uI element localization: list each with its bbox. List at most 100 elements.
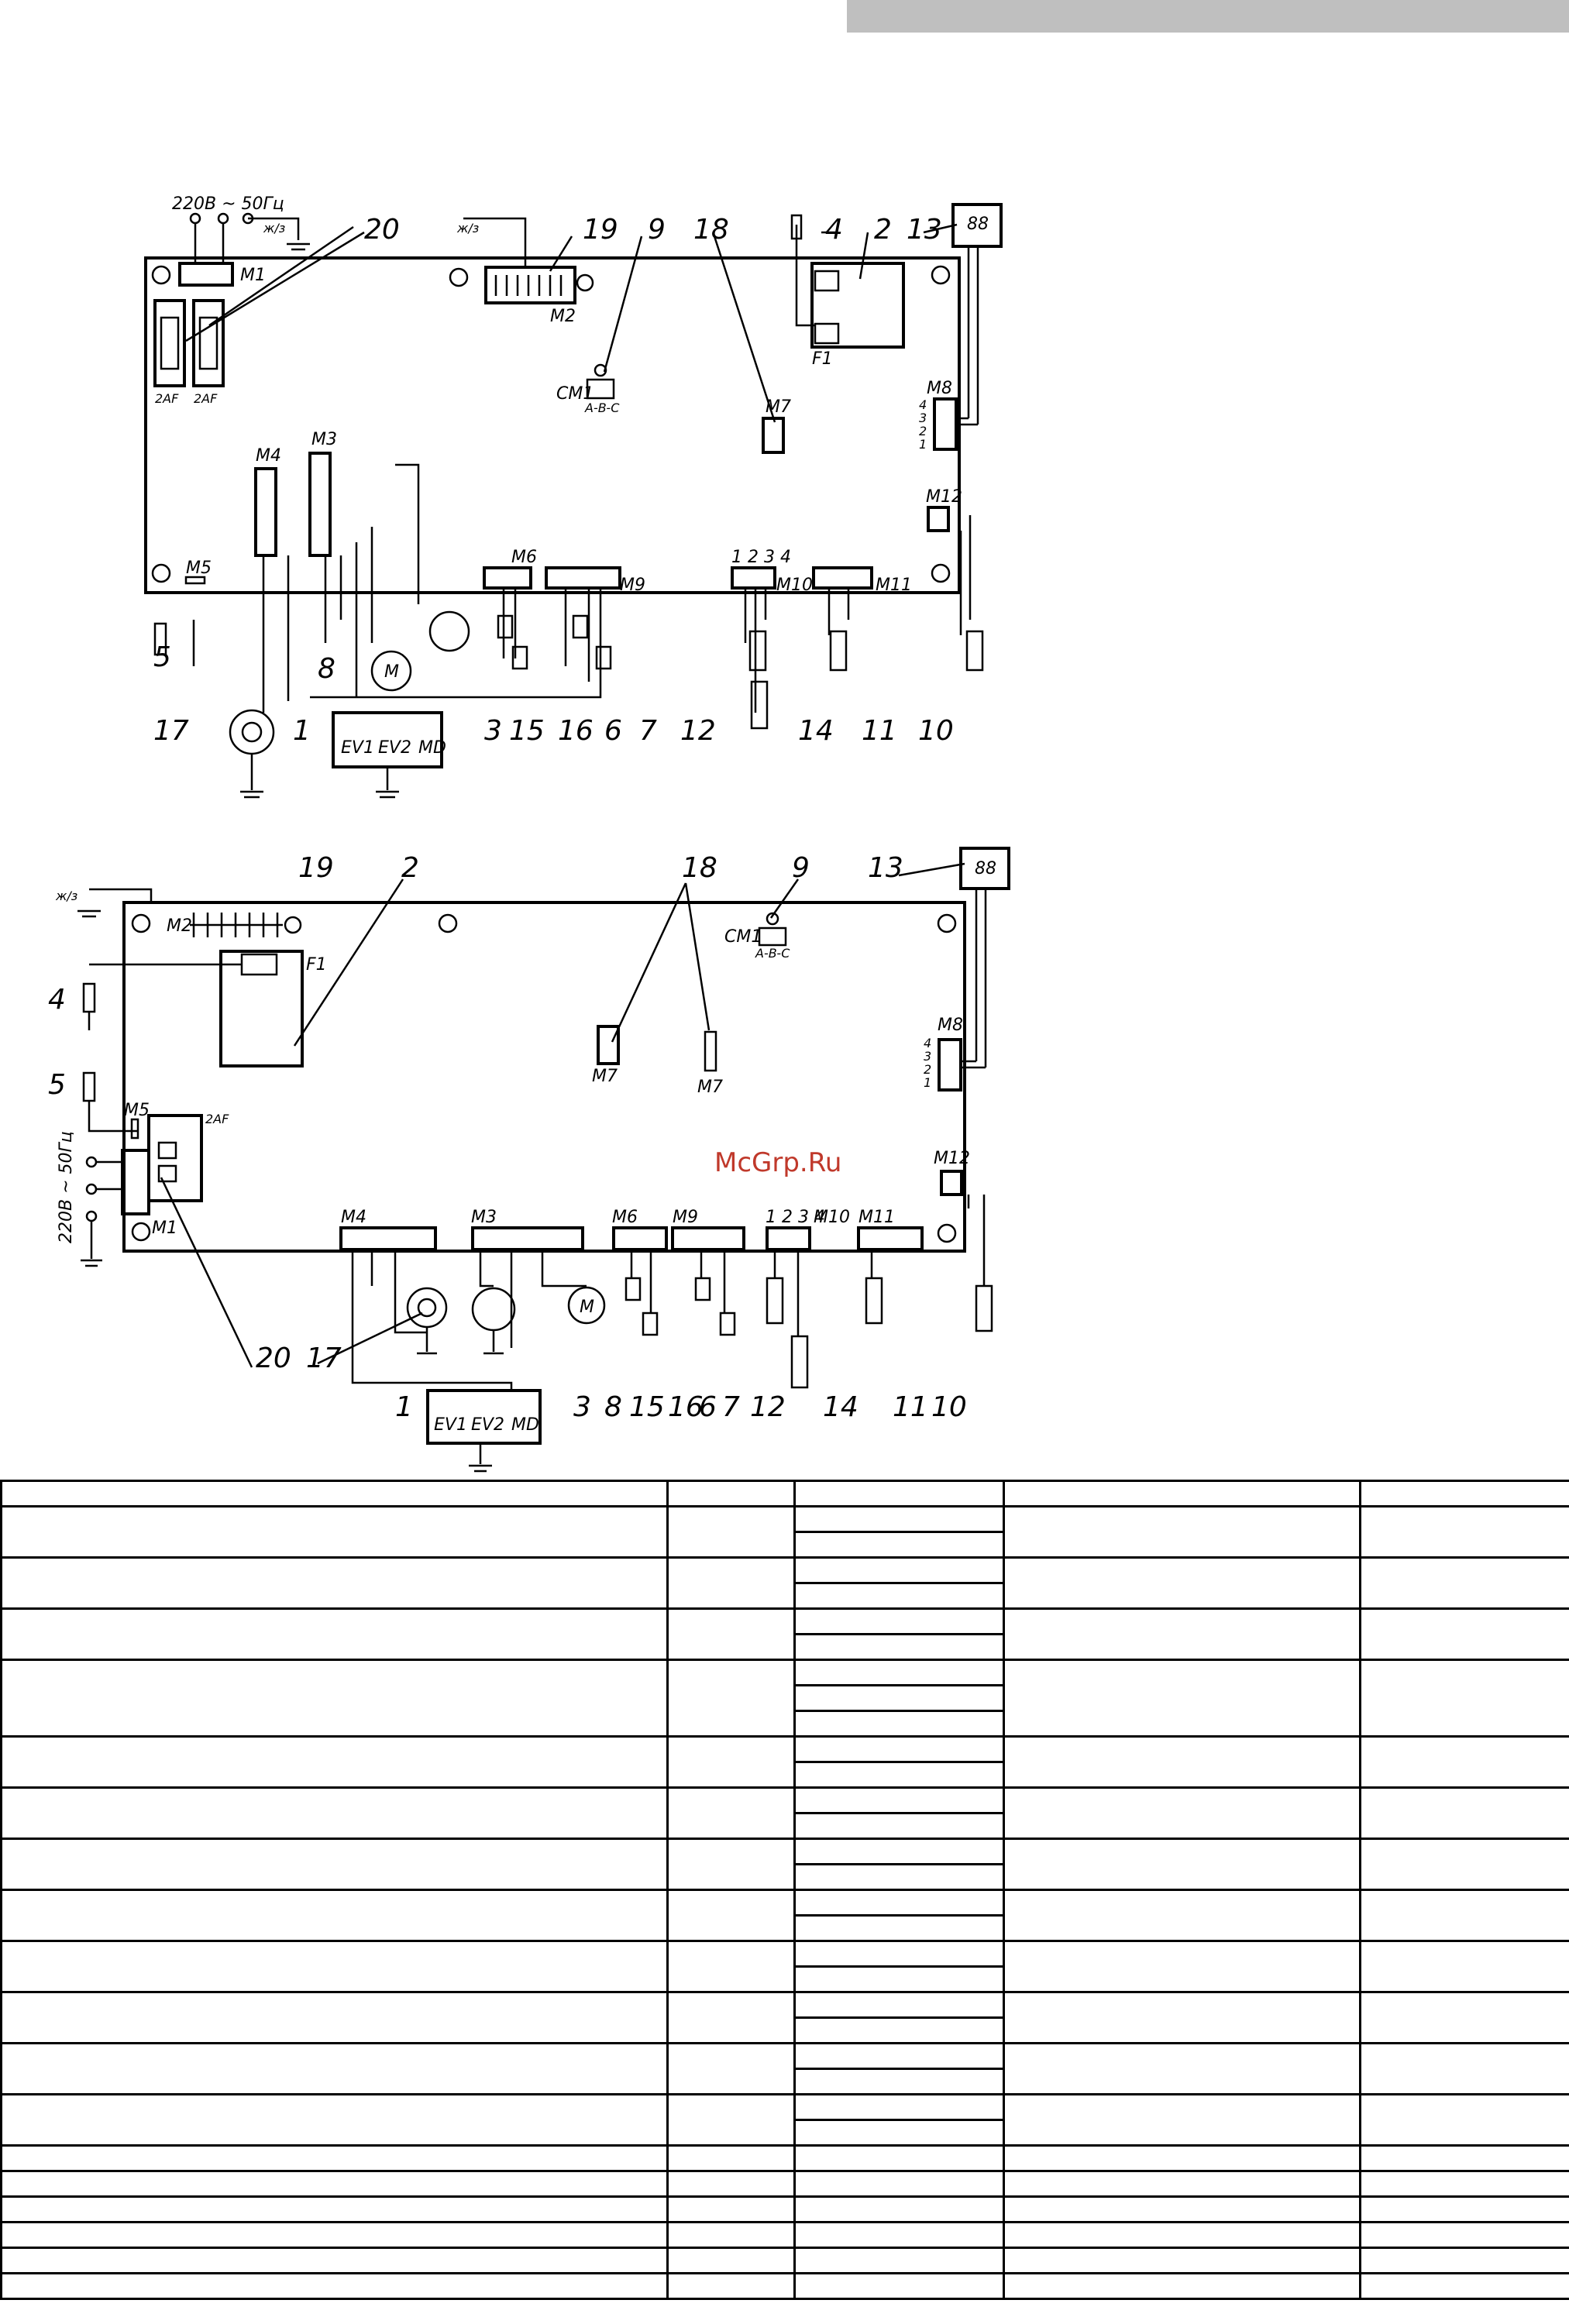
table-cell xyxy=(793,2068,1005,2095)
label-m4-bottom: M4 xyxy=(341,1208,366,1227)
table-cell xyxy=(0,2170,669,2198)
table-row xyxy=(0,1838,1569,1891)
table-cell xyxy=(0,2247,669,2274)
table-row xyxy=(0,1786,1569,1840)
callout-b19: 19 xyxy=(298,852,334,884)
table-cell xyxy=(0,2195,669,2223)
callout-15: 15 xyxy=(509,715,545,747)
table-cell xyxy=(666,2247,796,2274)
motor-8-top xyxy=(370,650,412,692)
label-m7-bottom-a: M7 xyxy=(592,1067,618,1086)
table-cell xyxy=(0,1505,669,1559)
table-cell xyxy=(793,1710,1005,1738)
table-cell xyxy=(1003,2144,1361,2172)
table-cell xyxy=(0,1940,669,1993)
table-cell xyxy=(666,1735,796,1789)
display-digits-top: 88 xyxy=(967,215,989,234)
table-cell xyxy=(1359,2042,1569,2095)
table-cell xyxy=(1003,2093,1361,2147)
table-cell xyxy=(0,1991,669,2044)
label-m1: M1 xyxy=(240,266,266,285)
table-row xyxy=(2,1531,1569,1559)
callout-b20: 20 xyxy=(256,1342,291,1374)
fuse-holder-2 xyxy=(192,299,225,387)
sensor-12-top xyxy=(748,630,767,672)
table-cell xyxy=(666,2144,796,2172)
callout-7: 7 xyxy=(639,715,657,747)
ev2-top: EV2 xyxy=(378,738,411,758)
table-cell xyxy=(666,1607,796,1661)
table-cell xyxy=(1003,1505,1361,1559)
label-m8-bottom: M8 xyxy=(938,1016,963,1035)
table-header-cell xyxy=(1003,1480,1361,1508)
table-cell xyxy=(666,1659,796,1738)
table-row xyxy=(2,2016,1569,2044)
table-cell xyxy=(793,2016,1005,2044)
connector-m5-bottom xyxy=(130,1118,139,1140)
table-row xyxy=(0,2272,1569,2300)
connector-m6 xyxy=(483,566,532,590)
label-m8: M8 xyxy=(927,379,952,398)
table-row xyxy=(2,1710,1569,1738)
sensor-7-top xyxy=(595,645,612,670)
selector-cm1 xyxy=(586,378,615,400)
sensor-11-top xyxy=(829,630,848,672)
label-f1-bottom: F1 xyxy=(306,955,327,975)
table-cell xyxy=(1359,1659,1569,1738)
power-label-bottom: 220В ~ 50Гц xyxy=(57,1131,76,1243)
fuse-rating-1: 2AF xyxy=(155,391,179,406)
fuse-holder-bottom xyxy=(147,1114,203,1202)
callout-b15: 15 xyxy=(629,1391,665,1423)
sensor-16-bottom xyxy=(642,1312,659,1336)
table-cell xyxy=(1003,2170,1361,2198)
table-row xyxy=(2,2119,1569,2147)
table-cell xyxy=(793,1633,1005,1661)
m8-pin-1: 1 xyxy=(919,437,927,452)
table-header-row xyxy=(0,1480,1569,1508)
table-cell xyxy=(1003,1556,1361,1610)
m10-pins-top: 1 2 3 4 xyxy=(731,548,791,567)
selector-cm1-bottom xyxy=(758,927,787,947)
callout-b10: 10 xyxy=(931,1391,967,1423)
table-row xyxy=(0,1735,1569,1789)
fan-3-top xyxy=(428,610,470,652)
sensor-6-top xyxy=(572,614,589,639)
callout-b12: 12 xyxy=(750,1391,786,1423)
table-cell xyxy=(1003,2272,1361,2300)
igniter-17-top xyxy=(229,709,275,755)
table-cell xyxy=(1359,1940,1569,1993)
callout-17: 17 xyxy=(153,715,189,747)
table-cell xyxy=(666,2170,796,2198)
table-cell xyxy=(1359,1505,1569,1559)
callout-b13: 13 xyxy=(868,852,903,884)
callout-6: 6 xyxy=(604,715,622,747)
callout-b17: 17 xyxy=(306,1342,342,1374)
table-row xyxy=(0,1659,1569,1738)
table-cell xyxy=(666,1838,796,1891)
m8b-pin-3: 3 xyxy=(924,1049,931,1064)
m8b-pin-4: 4 xyxy=(924,1036,931,1050)
table-row xyxy=(0,2221,1569,2249)
m10-pins-bottom: 1 2 3 4 xyxy=(766,1208,825,1227)
table-cell xyxy=(1003,1659,1361,1738)
table-cell xyxy=(0,2144,669,2172)
table-cell xyxy=(1003,2247,1361,2274)
table-cell xyxy=(793,1531,1005,1559)
callout-1: 1 xyxy=(293,715,311,747)
sensor-5-bottom xyxy=(82,1071,96,1102)
table-row xyxy=(0,1991,1569,2044)
table-row xyxy=(0,2093,1569,2147)
sensor-12-bottom xyxy=(766,1277,784,1325)
spec-table xyxy=(0,1480,1569,2300)
table-cell xyxy=(793,2093,1005,2121)
callout-b4: 4 xyxy=(48,984,66,1016)
mounting-holes-bottom xyxy=(131,913,957,1243)
table-row xyxy=(0,2042,1569,2095)
connector-m4 xyxy=(254,467,277,557)
table-cell xyxy=(0,1838,669,1891)
table-cell xyxy=(666,2042,796,2095)
callout-b8: 8 xyxy=(604,1391,622,1423)
table-cell xyxy=(793,2042,1005,2070)
table-cell xyxy=(1359,1838,1569,1891)
connector-m11-bottom xyxy=(857,1226,924,1251)
